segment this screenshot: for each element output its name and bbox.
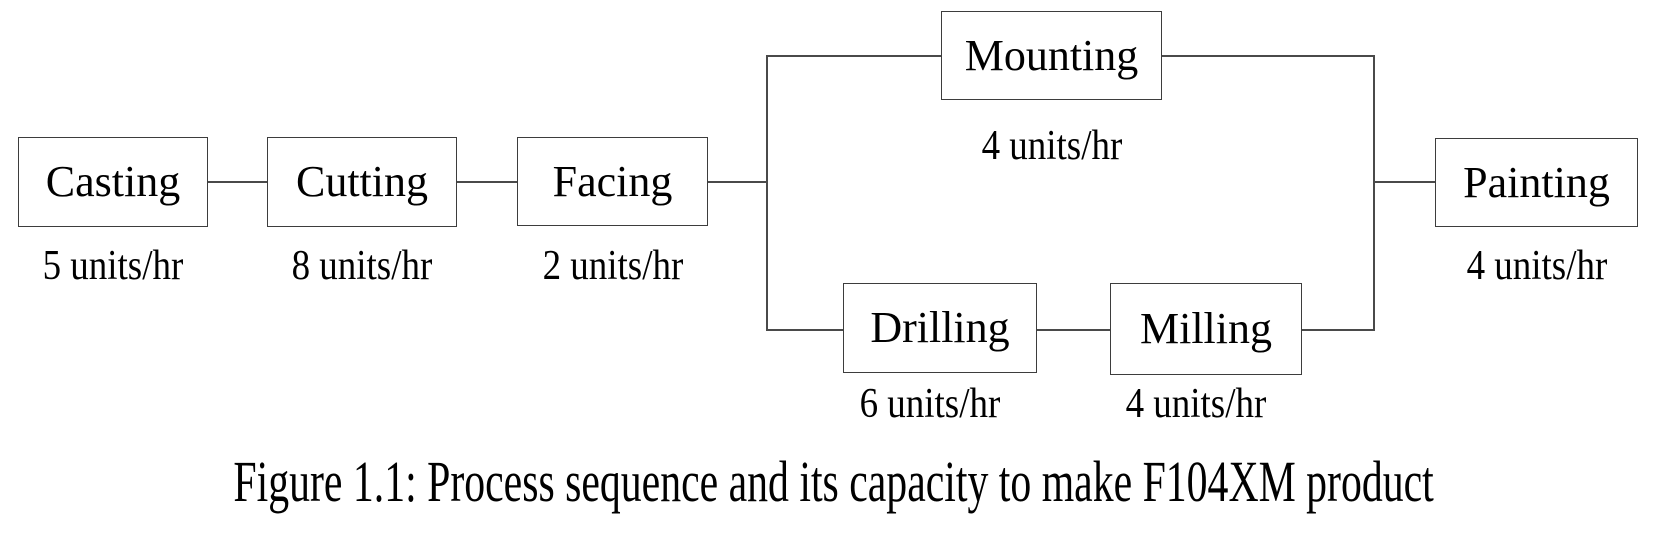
capacity-text: 4 units/hr xyxy=(981,123,1122,169)
connector-casting-cutting xyxy=(208,181,267,183)
connector-cutting-facing xyxy=(457,181,517,183)
capacity-text: 2 units/hr xyxy=(542,243,683,289)
capacity-text: 4 units/hr xyxy=(1125,381,1267,427)
process-box-painting: Painting xyxy=(1435,138,1638,227)
process-box-label: Drilling xyxy=(870,303,1010,352)
capacity-text: 8 units/hr xyxy=(291,243,433,289)
capacity-label-casting: 5 units/hr xyxy=(10,243,216,289)
figure-caption-text: Figure 1.1: Process sequence and its cap… xyxy=(233,449,1434,514)
capacity-label-facing: 2 units/hr xyxy=(509,243,716,289)
figure-caption: Figure 1.1: Process sequence and its cap… xyxy=(0,449,1604,514)
process-box-drilling: Drilling xyxy=(843,283,1037,373)
capacity-label-mounting: 4 units/hr xyxy=(933,123,1170,169)
connector-drilling-milling xyxy=(1037,329,1110,331)
process-box-label: Painting xyxy=(1463,157,1610,207)
process-box-label: Mounting xyxy=(964,30,1139,80)
process-box-label: Cutting xyxy=(295,157,429,206)
process-box-milling: Milling xyxy=(1110,283,1302,375)
merge-branch-line xyxy=(1373,55,1375,331)
process-box-label: Milling xyxy=(1139,304,1273,353)
process-box-facing: Facing xyxy=(517,137,708,226)
process-box-mounting: Mounting xyxy=(941,11,1162,100)
process-box-label: Casting xyxy=(45,157,181,206)
capacity-label-cutting: 8 units/hr xyxy=(259,243,465,289)
process-box-casting: Casting xyxy=(18,137,208,227)
connector-mounting-merge xyxy=(1162,55,1374,57)
connector-facing-split xyxy=(708,181,767,183)
capacity-label-milling: 4 units/hr xyxy=(1092,381,1300,427)
process-box-label: Facing xyxy=(552,156,673,206)
connector-split-drilling xyxy=(766,329,843,331)
split-branch-line xyxy=(766,55,768,331)
capacity-text: 6 units/hr xyxy=(859,381,1001,427)
capacity-text: 5 units/hr xyxy=(42,243,184,289)
connector-merge-painting xyxy=(1374,181,1435,183)
process-box-cutting: Cutting xyxy=(267,137,457,227)
connector-split-mounting xyxy=(766,55,941,57)
capacity-label-drilling: 6 units/hr xyxy=(825,381,1035,427)
connector-milling-merge xyxy=(1302,329,1374,331)
capacity-text: 4 units/hr xyxy=(1466,243,1607,289)
capacity-label-painting: 4 units/hr xyxy=(1427,243,1646,289)
